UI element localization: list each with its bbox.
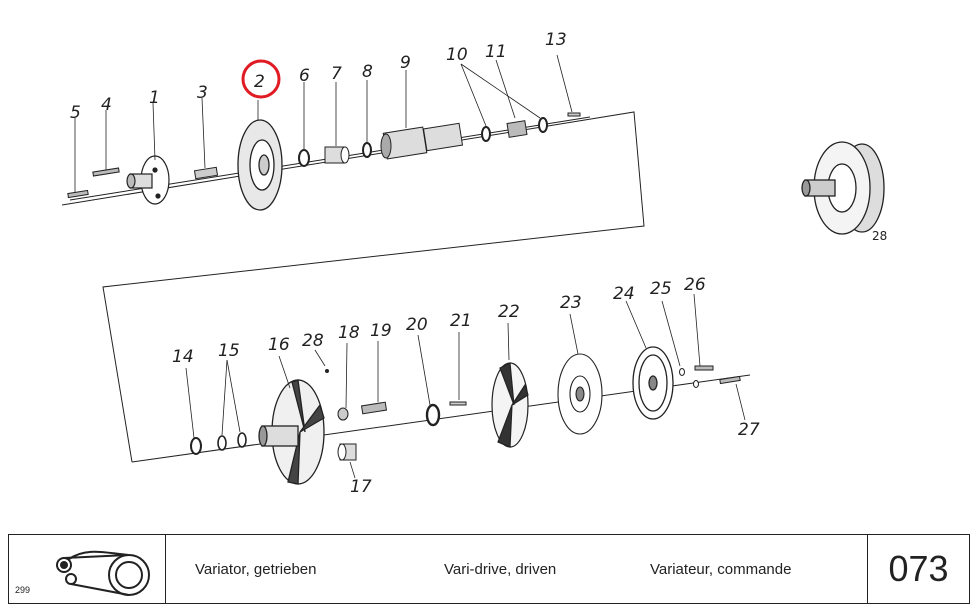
part-17-sleeve <box>337 443 357 461</box>
callout-10: 10 <box>446 45 468 65</box>
callout-21: 21 <box>450 311 472 331</box>
description-cell: Variator, getrieben Vari-drive, driven V… <box>166 535 868 603</box>
page-number: 073 <box>888 548 949 589</box>
title-german: Variator, getrieben <box>195 561 317 578</box>
part-26-screw <box>694 365 714 371</box>
part-15-ring-a <box>217 435 227 451</box>
part-7-bushing <box>324 146 350 164</box>
part-22-disc <box>491 362 529 448</box>
callout-2: 2 <box>254 72 265 92</box>
callout-9: 9 <box>400 53 411 73</box>
part-21-pin <box>449 401 467 406</box>
part-2-disc <box>237 119 283 211</box>
title-block: 299 Variator, getrieben Vari-drive, driv… <box>8 534 970 604</box>
title-english: Vari-drive, driven <box>444 561 557 578</box>
callout-19: 19 <box>370 321 392 341</box>
belt-drive-thumbnail-icon <box>56 550 150 596</box>
callout-1: 1 <box>149 88 160 108</box>
callout-24: 24 <box>613 284 635 304</box>
callout-26: 26 <box>684 275 706 295</box>
part-25-washer-a <box>679 368 685 376</box>
part-15-ring-b <box>237 432 247 448</box>
callout-28-inset: 28 <box>872 229 887 243</box>
part-23-spring-plate <box>557 353 603 435</box>
callout-6: 6 <box>299 66 310 86</box>
part-27-screw <box>719 375 741 385</box>
callout-3: 3 <box>197 83 208 103</box>
part-20-washer <box>425 403 441 427</box>
callout-18: 18 <box>338 323 360 343</box>
part-4-bolt <box>92 167 120 177</box>
callout-23: 23 <box>560 293 582 313</box>
callout-4: 4 <box>101 95 112 115</box>
part-9-shaft <box>380 122 464 160</box>
callout-8: 8 <box>362 62 373 82</box>
callout-28: 28 <box>302 331 324 351</box>
part-1-hub <box>126 155 170 205</box>
part-19-bolt <box>360 401 388 415</box>
part-5-screw <box>67 189 89 199</box>
part-18-nut <box>337 407 349 421</box>
callout-13: 13 <box>545 30 567 50</box>
callout-11: 11 <box>485 42 507 62</box>
title-french: Variateur, commande <box>650 561 792 578</box>
callout-14: 14 <box>172 347 194 367</box>
callout-27: 27 <box>738 420 760 440</box>
part-8-ring <box>362 142 372 158</box>
part-13-pin <box>567 112 581 117</box>
part-6-washer <box>298 149 310 167</box>
exploded-parts-diagram: 1 2 3 4 5 6 7 8 9 10 11 13 28 14 15 16 2… <box>61 30 887 497</box>
thumbnail-number: 299 <box>15 585 31 595</box>
part-24-cover-plate <box>632 346 674 420</box>
highlight-circle <box>241 59 281 99</box>
part-28-small-pin <box>325 369 329 373</box>
callout-17: 17 <box>350 477 372 497</box>
callout-22: 22 <box>498 302 520 322</box>
part-11-bearing <box>506 120 528 138</box>
part-16-sheave <box>258 379 325 485</box>
callout-20: 20 <box>406 315 428 335</box>
callout-5: 5 <box>70 103 81 123</box>
callout-7: 7 <box>331 64 342 84</box>
callout-25: 25 <box>650 279 672 299</box>
part-25-washer-b <box>693 380 699 388</box>
thumbnail-cell: 299 <box>9 535 166 603</box>
callout-15: 15 <box>218 341 240 361</box>
part-14-ring <box>190 437 202 455</box>
part-28-assembled-pulley <box>801 141 885 235</box>
callout-16: 16 <box>268 335 290 355</box>
part-3-pin <box>193 166 219 180</box>
part-10-ring-b <box>538 117 548 133</box>
part-10-ring-a <box>481 126 491 142</box>
